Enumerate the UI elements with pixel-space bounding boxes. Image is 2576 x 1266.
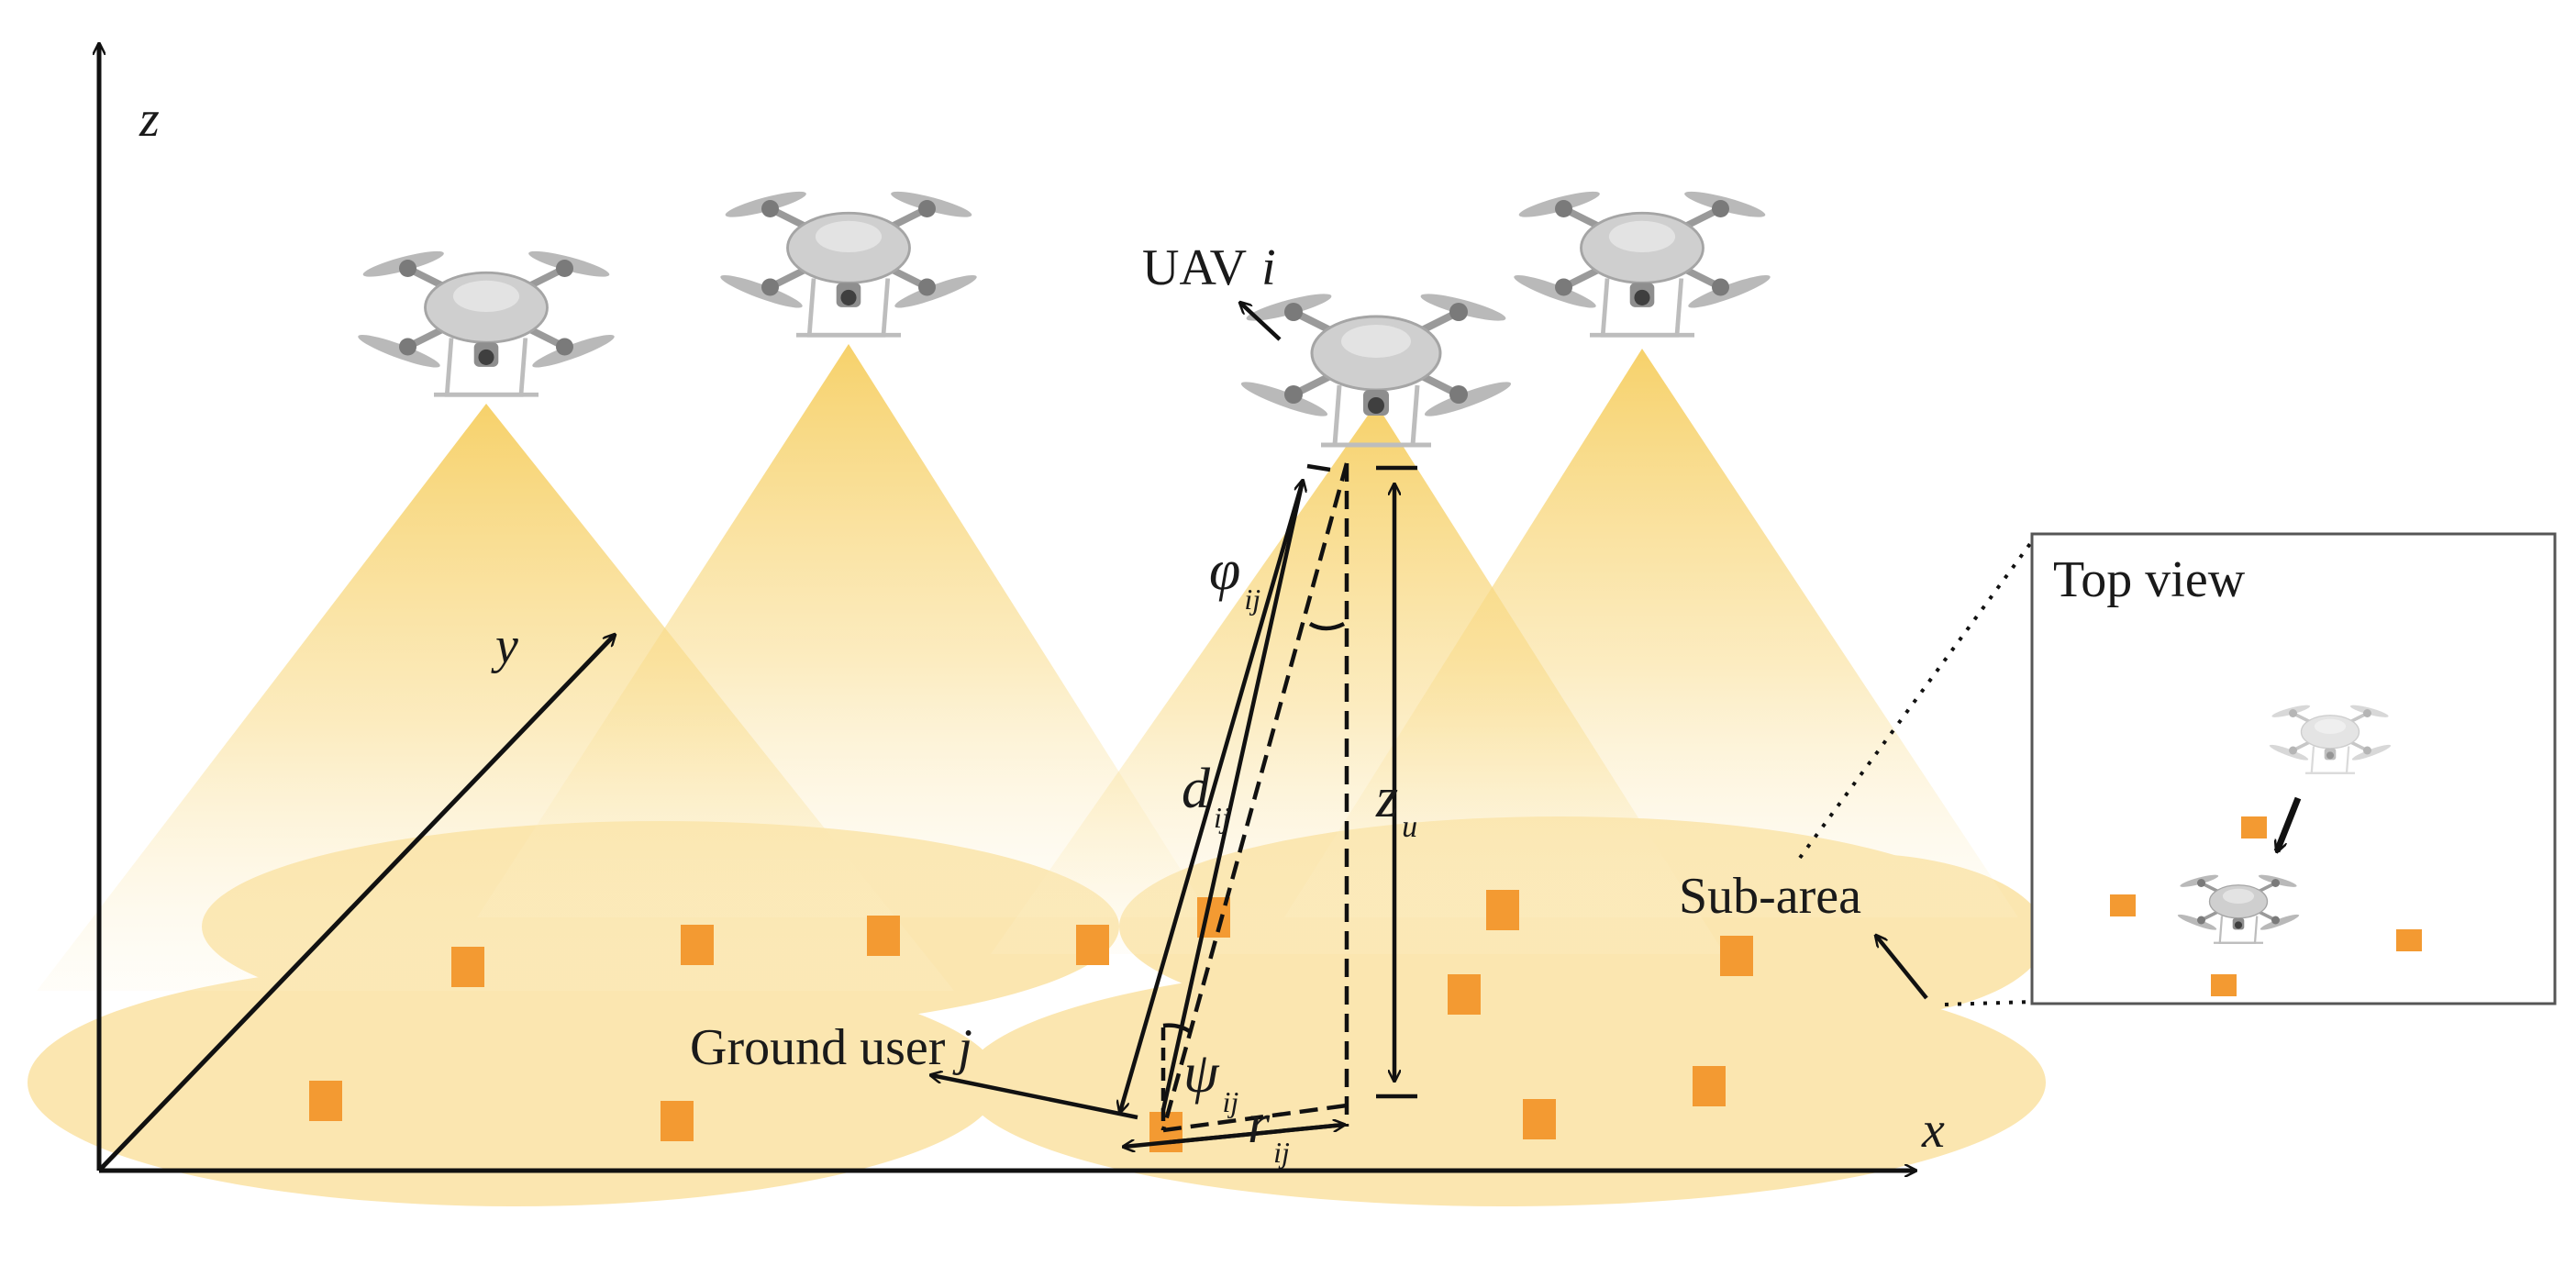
- ground-user-pointer-arrow: [931, 1075, 1138, 1120]
- user-marker: [2110, 894, 2136, 916]
- user-marker: [1720, 936, 1753, 976]
- inset-connector-bottom: [1944, 1000, 2033, 1006]
- ground-users: [309, 890, 1753, 1152]
- coverage-beams: [37, 344, 2018, 991]
- tick-top-left: [1306, 463, 1331, 472]
- top-view-box: [2030, 532, 2557, 1005]
- sub-area-label: Sub-area: [1679, 868, 1861, 925]
- user-marker-j: [1149, 1112, 1183, 1152]
- top-view-move-arrow: [2277, 796, 2302, 851]
- r-arrow-back: [1124, 1122, 1345, 1147]
- drone-icon-4: [1512, 187, 1772, 336]
- ground-dashed-line: [1162, 1103, 1348, 1133]
- user-marker: [451, 947, 484, 987]
- user-marker: [309, 1081, 342, 1121]
- user-marker: [1448, 974, 1481, 1015]
- sub-area-left-front: [28, 959, 1000, 1206]
- y-axis-label: y: [491, 617, 518, 674]
- inset-connector-top: [1798, 539, 2034, 860]
- user-marker: [681, 925, 714, 965]
- z-axis-label: z: [139, 91, 160, 148]
- user-marker: [1693, 1066, 1726, 1106]
- drone-icon-2: [718, 187, 979, 336]
- drone-icon-1: [356, 247, 616, 395]
- user-marker: [1076, 925, 1109, 965]
- user-marker: [2396, 929, 2422, 951]
- axes: [99, 44, 1915, 1171]
- user-marker: [1486, 890, 1519, 930]
- phi-angle-arc: [1308, 621, 1346, 631]
- distance-arrow: [1160, 481, 1303, 1111]
- y-axis: [97, 635, 615, 1172]
- top-view-title: Top view: [2053, 551, 2246, 608]
- user-marker: [2211, 974, 2237, 996]
- top-view-inset: Top view: [1798, 532, 2557, 1006]
- psi-angle-arc: [1162, 1023, 1193, 1034]
- top-view-users: [2110, 816, 2422, 996]
- geometry-lines: [931, 303, 1928, 1147]
- los-dashed-line: [1160, 462, 1349, 1131]
- beam-2: [477, 344, 1211, 917]
- user-marker: [661, 1101, 694, 1141]
- beam-4: [1284, 349, 2018, 917]
- sub-area-right-front: [963, 959, 2046, 1206]
- user-marker: [1523, 1099, 1556, 1139]
- user-marker: [867, 916, 900, 956]
- x-axis-label: x: [1921, 1102, 1945, 1159]
- drones: [356, 187, 1772, 445]
- user-marker: [2241, 816, 2267, 838]
- distance-arrow-back: [1120, 480, 1305, 1112]
- sub-area-pointer-arrow: [1876, 936, 1928, 1000]
- uav-pointer-arrow: [1240, 303, 1282, 341]
